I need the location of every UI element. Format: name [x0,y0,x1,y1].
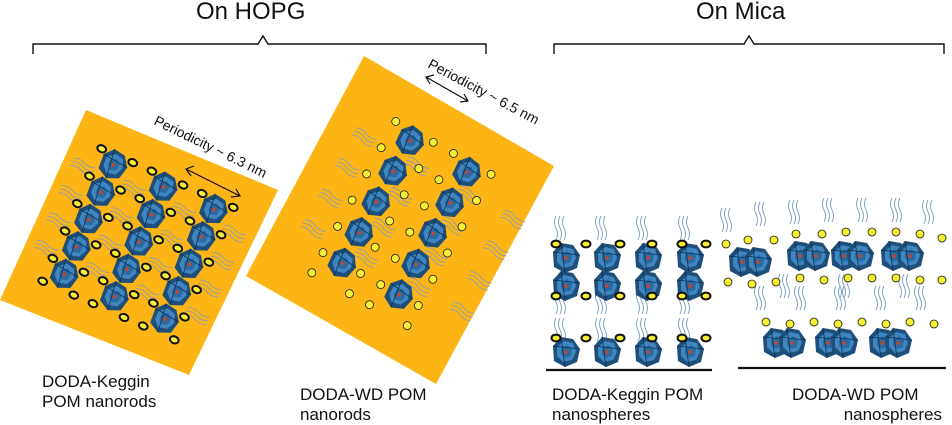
caption-wd-nanospheres-line1: DODA-WD POM [792,385,919,404]
header-on-hopg: On HOPG [196,0,306,25]
keggin-nanospheres-panel [546,215,712,372]
wd-nanorods-panel: Periodicity ~ 6.5 nm [246,56,554,384]
caption-wd-nanorods-line1: DODA-WD POM [300,385,427,404]
caption-keggin-nanospheres: DODA-Keggin POM nanospheres [552,385,703,425]
caption-wd-nanorods-line2: nanorods [300,405,371,424]
mica-brace [553,34,945,54]
caption-keggin-nanospheres-line1: DODA-Keggin POM [552,385,704,404]
wd-nanospheres-panel [720,197,947,370]
hopg-brace [32,34,487,54]
periodicity-arrow-wd [425,74,469,103]
caption-keggin-nanorods-line1: DODA-Keggin [42,372,150,391]
periodicity-arrow-keggin [185,165,241,198]
caption-keggin-nanorods: DODA-Keggin POM nanorods [42,372,156,412]
header-on-mica: On Mica [696,0,786,25]
keggin-nanorods-panel: Periodicity ~ 6.3 nm [0,110,278,375]
caption-wd-nanospheres: DODA-WD POM nanospheres [792,385,942,425]
caption-wd-nanorods: DODA-WD POM nanorods [300,385,427,425]
hopg-substrate-wd [246,56,554,384]
caption-keggin-nanospheres-line2: nanospheres [552,405,651,424]
caption-wd-nanospheres-line2: nanospheres [843,405,942,424]
caption-keggin-nanorods-line2: POM nanorods [42,392,157,411]
